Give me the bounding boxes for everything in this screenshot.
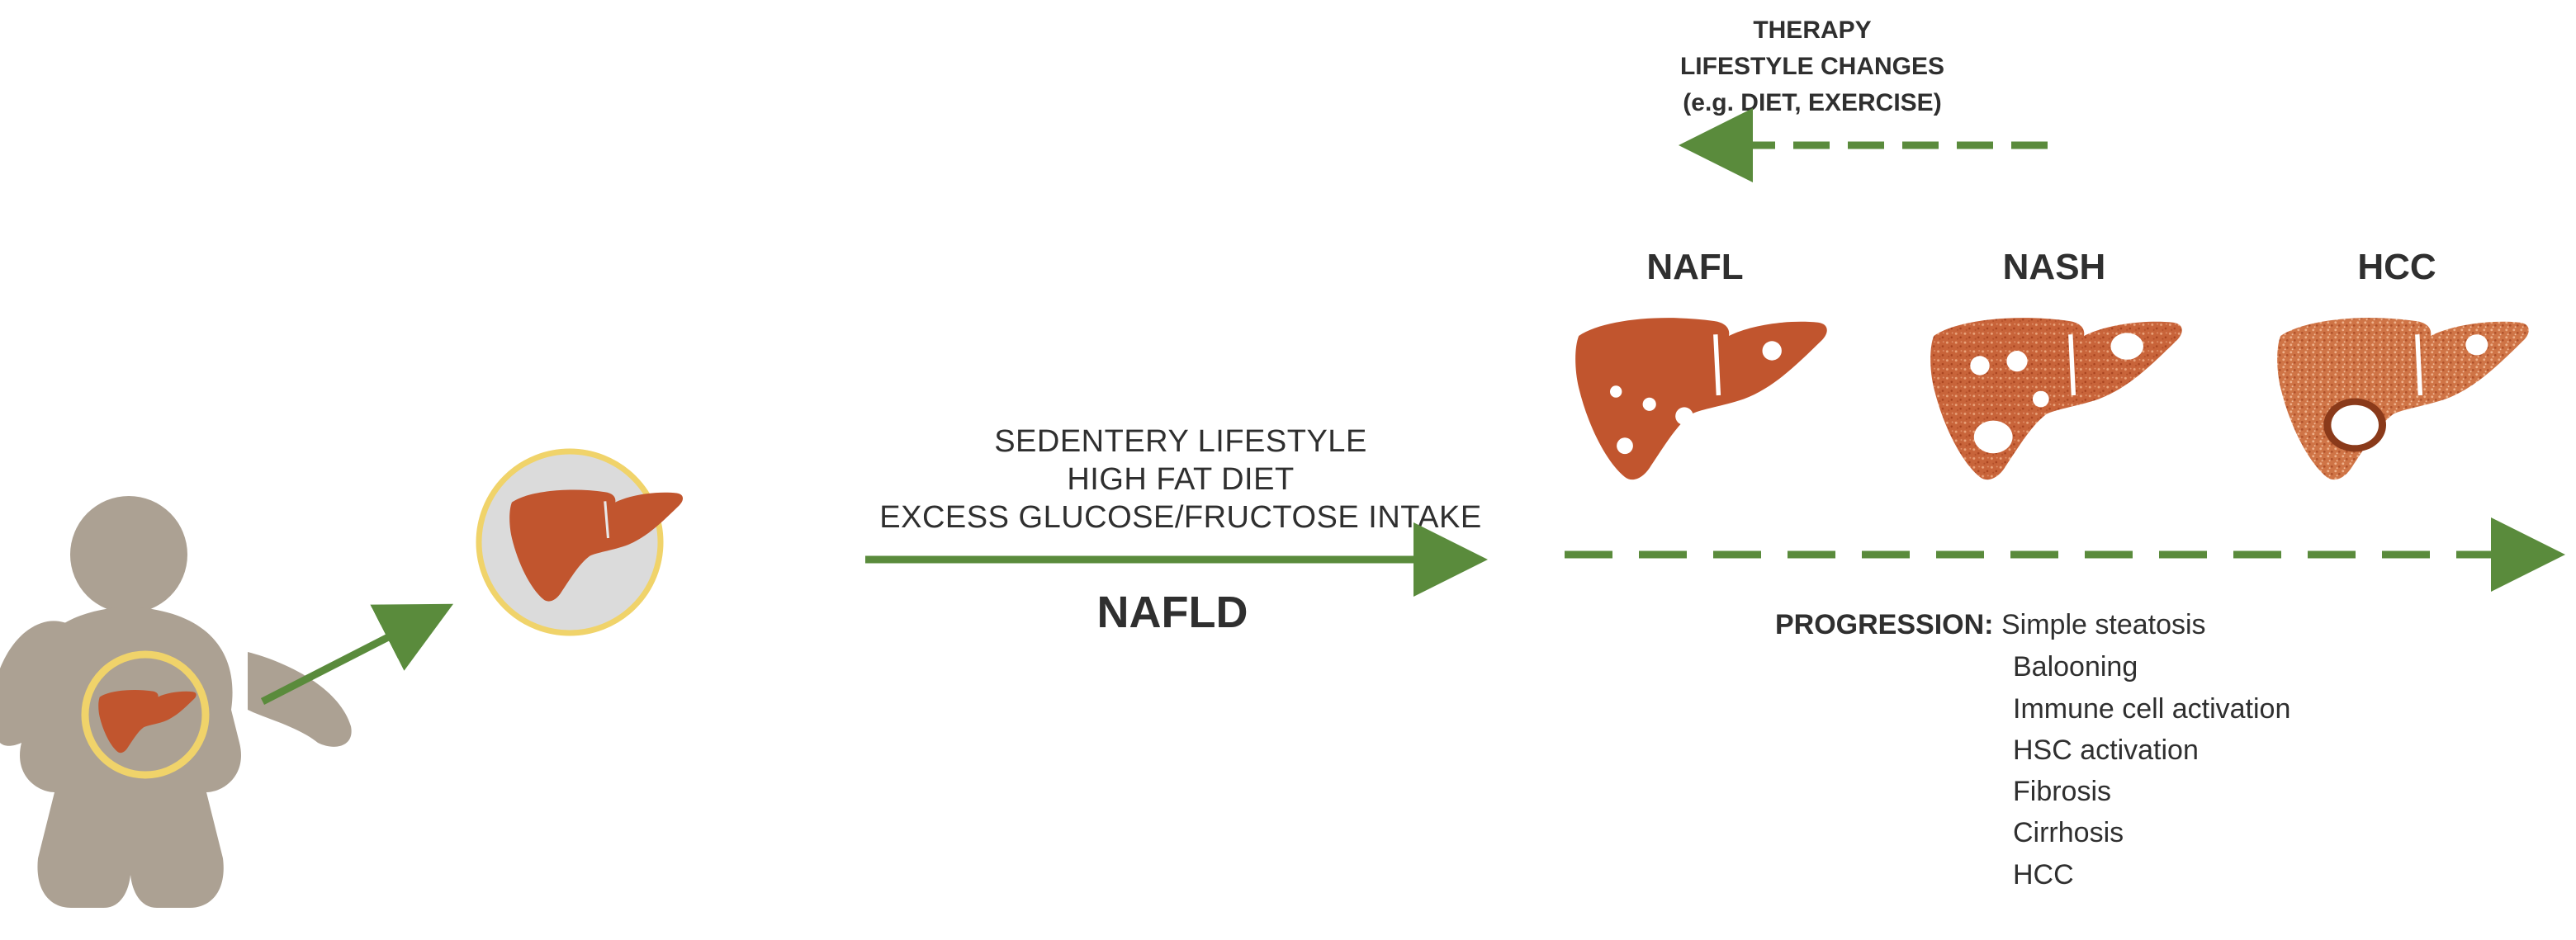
stage-label-nash: NASH xyxy=(2003,247,2106,287)
stage-label-nafl: NAFL xyxy=(1646,247,1743,287)
progression-item: Immune cell activation xyxy=(2013,693,2290,725)
therapy-line-3: (e.g. DIET, EXERCISE) xyxy=(1683,89,1941,116)
person-icon xyxy=(0,496,352,908)
stage-label-hcc: HCC xyxy=(2357,247,2436,287)
zoom-arrow xyxy=(260,603,454,706)
nash-liver-icon xyxy=(1930,318,2182,480)
progression-item: Balooning xyxy=(2013,651,2138,683)
cause-line-1: SEDENTERY LIFESTYLE xyxy=(994,424,1367,459)
nafl-liver-icon xyxy=(1575,318,1827,480)
progression-item: Cirrhosis xyxy=(2013,817,2124,848)
progression-item: HSC activation xyxy=(2013,735,2199,766)
progression-item: Fibrosis xyxy=(2013,776,2111,807)
hcc-liver-icon xyxy=(2277,318,2529,480)
therapy-line-2: LIFESTYLE CHANGES xyxy=(1680,53,1944,80)
liver-icon xyxy=(509,489,684,602)
disease-label: NAFLD xyxy=(1097,588,1248,637)
progression-item: Simple steatosis xyxy=(2001,609,2206,640)
cause-line-3: EXCESS GLUCOSE/FRUCTOSE INTAKE xyxy=(879,500,1481,535)
therapy-line-1: THERAPY xyxy=(1753,17,1871,44)
magnified-liver xyxy=(476,448,684,636)
progression-item: HCC xyxy=(2013,859,2074,890)
cause-line-2: HIGH FAT DIET xyxy=(1067,462,1294,497)
progression-heading: PROGRESSION: xyxy=(1775,609,1993,640)
